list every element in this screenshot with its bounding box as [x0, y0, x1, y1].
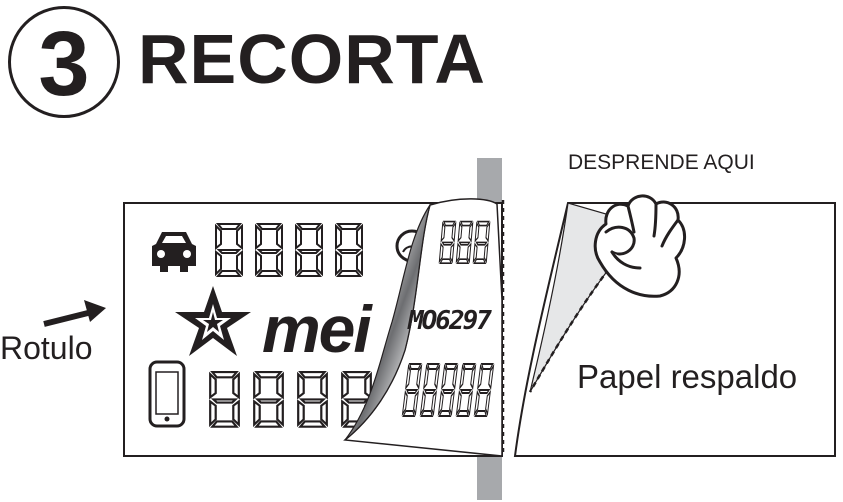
- meitrack-star-logo-icon: [175, 286, 251, 356]
- car-icon: [152, 232, 196, 272]
- step-number-circle: 3: [8, 6, 120, 118]
- arrow-icon: [43, 300, 106, 327]
- rotulo-label: Rotulo: [0, 330, 93, 366]
- step-number: 3: [38, 13, 90, 115]
- hand-icon: [593, 194, 686, 298]
- step-title: RECORTA: [138, 20, 486, 98]
- phone-icon: [148, 360, 186, 428]
- papel-respaldo-label: Papel respaldo: [577, 358, 798, 395]
- label-code-text: MO6297: [408, 306, 492, 336]
- peeling-corner: [343, 198, 503, 457]
- desprende-label: DESPRENDE AQUI: [568, 151, 755, 174]
- label-logo-text: mei: [262, 292, 372, 366]
